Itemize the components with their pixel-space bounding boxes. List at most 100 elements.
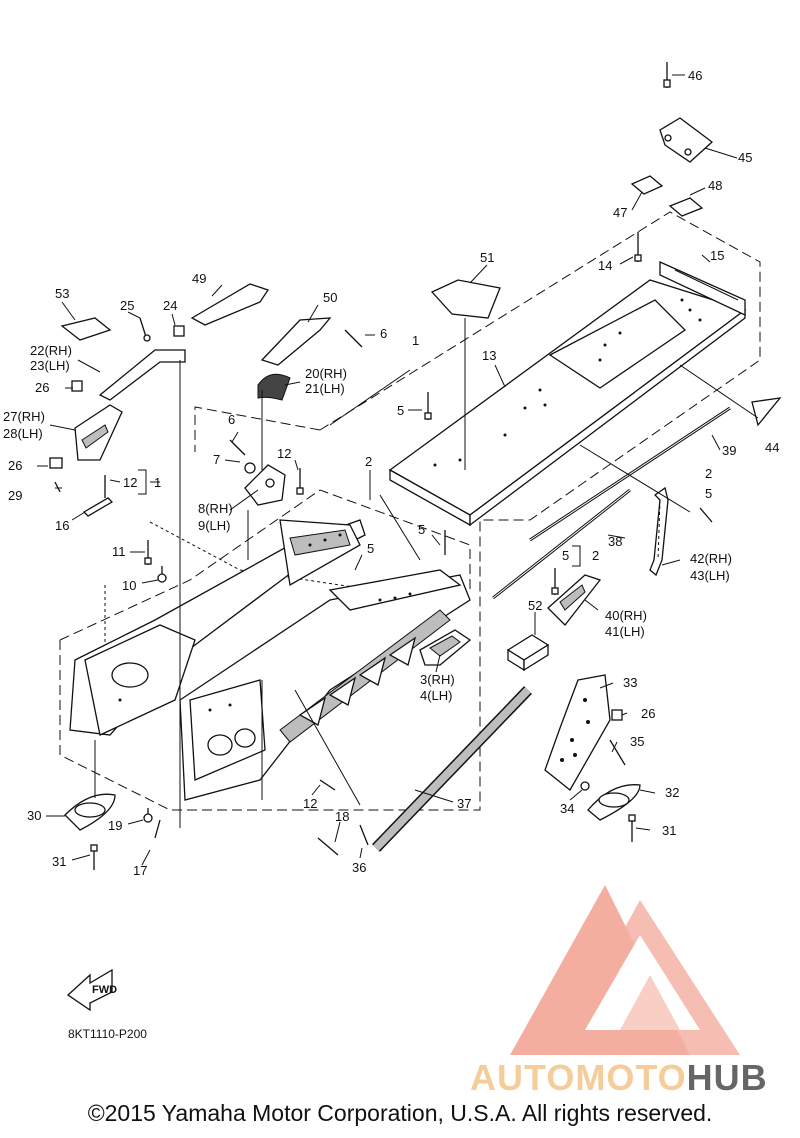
callout-2-a: 2	[365, 454, 372, 469]
callout-48: 48	[708, 178, 722, 193]
callout-20rh: 20(RH)	[305, 366, 347, 381]
callout-34: 34	[560, 801, 574, 816]
callout-31-b: 31	[662, 823, 676, 838]
rail-38	[492, 488, 631, 600]
callout-13: 13	[482, 348, 496, 363]
callout-30: 30	[27, 808, 41, 823]
callout-24: 24	[163, 298, 177, 313]
callout-41lh: 41(LH)	[605, 624, 645, 639]
watermark-text: AUTOMOTOHUB	[470, 1057, 768, 1098]
callout-31-a: 31	[52, 854, 66, 869]
tube-37	[372, 686, 532, 852]
callout-26-a: 26	[35, 380, 49, 395]
watermark-part1: AUTOMOTO	[470, 1057, 687, 1098]
callout-2-c: 2	[592, 548, 599, 563]
diagram-code: 8KT1110-P200	[68, 1027, 147, 1041]
callout-7: 7	[213, 452, 220, 467]
callout-10: 10	[122, 578, 136, 593]
rod-42-43	[649, 486, 669, 577]
fwd-arrow-icon: FWD	[66, 968, 117, 1012]
callout-49: 49	[192, 271, 206, 286]
tag-47	[630, 175, 664, 195]
callout-46: 46	[688, 68, 702, 83]
bracket-27-28	[74, 404, 123, 461]
callout-11: 11	[112, 544, 126, 559]
leader-lines	[37, 74, 759, 866]
callout-23lh: 23(LH)	[30, 358, 70, 373]
callout-26-c: 26	[641, 706, 655, 721]
bracket-33	[544, 674, 611, 791]
gusset-40-41	[547, 574, 602, 626]
watermark-part2: HUB	[687, 1057, 768, 1098]
pad-50	[260, 317, 332, 366]
callout-28lh: 28(LH)	[3, 426, 43, 441]
main-frame	[69, 519, 471, 801]
callout-29: 29	[8, 488, 22, 503]
callout-37: 37	[457, 796, 471, 811]
callout-6-b: 6	[228, 412, 235, 427]
callout-47: 47	[613, 205, 627, 220]
callout-19: 19	[108, 818, 122, 833]
plate-30	[64, 793, 116, 831]
watermark-logo	[510, 885, 740, 1055]
callout-12-a: 12	[277, 446, 291, 461]
callout-14: 14	[598, 258, 612, 273]
callout-33: 33	[623, 675, 637, 690]
callout-44: 44	[765, 440, 779, 455]
callout-5-c: 5	[418, 522, 425, 537]
callout-18: 18	[335, 809, 349, 824]
callout-3rh: 3(RH)	[420, 672, 455, 687]
callout-22rh: 22(RH)	[30, 343, 72, 358]
callout-35: 35	[630, 734, 644, 749]
callout-42rh: 42(RH)	[690, 551, 732, 566]
callout-1-top: 1	[412, 333, 419, 348]
rail-39	[529, 406, 731, 542]
callout-21lh: 21(LH)	[305, 381, 345, 396]
callout-25: 25	[120, 298, 134, 313]
copyright-notice: ©2015 Yamaha Motor Corporation, U.S.A. A…	[87, 1100, 713, 1126]
tag-48	[668, 197, 704, 217]
callout-6-top: 6	[380, 326, 387, 341]
callout-labels: 46 45 48 47 14 15 51 49 50 53 25 24 6 1 …	[3, 68, 779, 878]
callout-32: 32	[665, 785, 679, 800]
callout-16: 16	[55, 518, 69, 533]
callout-4lh: 4(LH)	[420, 688, 453, 703]
callout-12-b: 12	[123, 475, 137, 490]
callout-9lh: 9(LH)	[198, 518, 231, 533]
cover-20-21	[257, 373, 291, 401]
pad-49	[190, 283, 270, 326]
callout-1-b: 1	[154, 475, 161, 490]
plate-51	[430, 279, 501, 319]
callout-12-c: 12	[303, 796, 317, 811]
callout-36: 36	[352, 860, 366, 875]
callout-15: 15	[710, 248, 724, 263]
plate-44	[751, 397, 782, 427]
callout-40rh: 40(RH)	[605, 608, 647, 623]
tunnel-panel	[388, 279, 747, 527]
callout-2-b: 2	[705, 466, 712, 481]
handle-22-23	[98, 349, 186, 401]
callout-5-a: 5	[397, 403, 404, 418]
callout-43lh: 43(LH)	[690, 568, 730, 583]
callout-52: 52	[528, 598, 542, 613]
fwd-label: FWD	[92, 984, 117, 996]
block-52	[506, 634, 550, 672]
callout-50: 50	[323, 290, 337, 305]
rear-bracket	[659, 260, 746, 317]
callout-5-e: 5	[562, 548, 569, 563]
callout-17: 17	[133, 863, 147, 878]
callout-5-d: 5	[367, 541, 374, 556]
cap-53	[60, 317, 112, 341]
fasteners	[49, 62, 713, 870]
plate-32	[587, 784, 641, 821]
callout-5-b: 5	[705, 486, 712, 501]
callout-38: 38	[608, 534, 622, 549]
callout-8rh: 8(RH)	[198, 501, 233, 516]
callout-27rh: 27(RH)	[3, 409, 45, 424]
bracket-8-9	[244, 464, 286, 506]
callout-51: 51	[480, 250, 494, 265]
bracket-45	[659, 117, 714, 163]
callout-53: 53	[55, 286, 69, 301]
callout-45: 45	[738, 150, 752, 165]
